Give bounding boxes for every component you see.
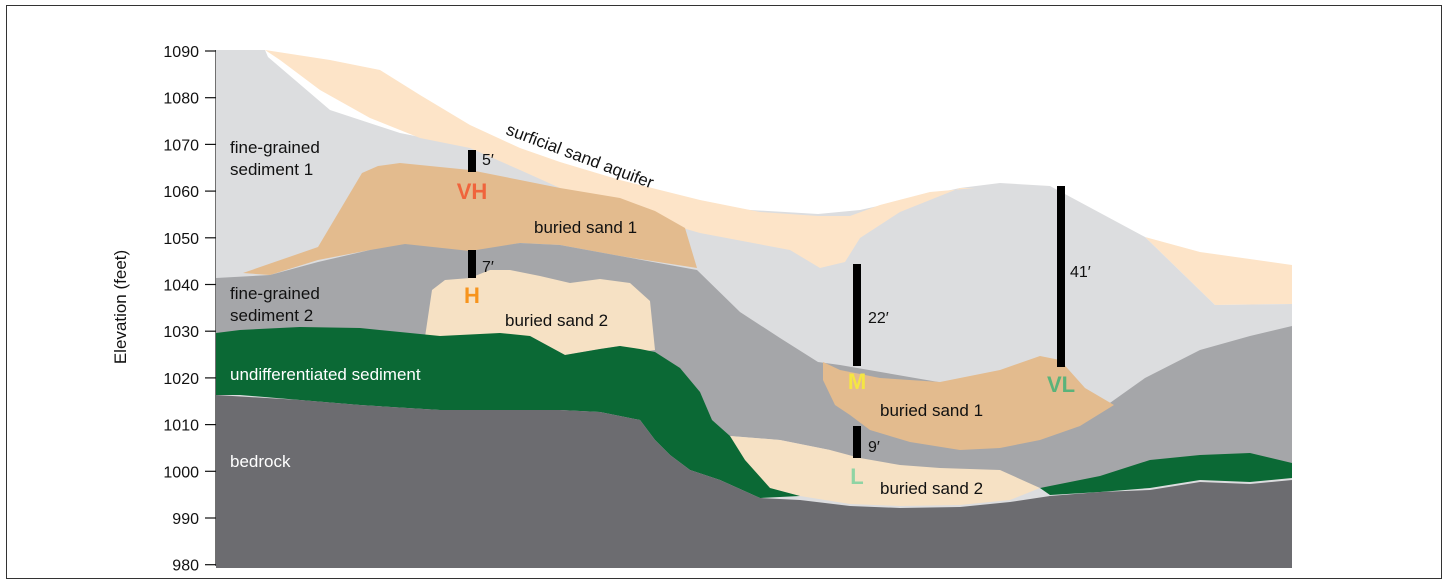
y-axis-tick-label: 1050	[163, 231, 199, 248]
label-fine-grained-2-line2: sediment 2	[230, 306, 313, 325]
y-axis-tick-label: 990	[172, 511, 199, 528]
bedrock-layer	[216, 395, 1292, 568]
y-axis-tick-label: 980	[172, 558, 199, 574]
y-axis-tick-label: 1030	[163, 324, 199, 341]
well-h-depth: 7′	[482, 259, 494, 276]
buried-sand-2-right-layer	[730, 436, 1040, 506]
label-buried-sand-1-left: buried sand 1	[534, 218, 637, 237]
well-l-bar	[853, 426, 861, 458]
y-axis-tick-label: 1080	[163, 91, 199, 108]
label-buried-sand-2-left: buried sand 2	[505, 311, 608, 330]
y-axis-title: Elevation (feet)	[111, 250, 130, 364]
y-axis-ticks: 1090 1080 1070 1060 1050 1040 1030 1020 1010 1000…	[163, 44, 216, 574]
buried-sand-2-left-layer	[425, 270, 655, 355]
y-axis-tick-label: 1060	[163, 184, 199, 201]
well-m-depth: 22′	[868, 310, 889, 327]
undifferentiated-sediment-layer	[216, 327, 800, 498]
well-vl-code: VL	[1047, 372, 1075, 397]
buried-sand-1-left-layer	[243, 163, 697, 275]
well-vh-code: VH	[457, 179, 488, 204]
y-axis-tick-label: 1070	[163, 137, 199, 154]
y-axis-tick-label: 1090	[163, 44, 199, 61]
y-axis-tick-label: 1010	[163, 418, 199, 435]
label-fine-grained-1-line1: fine-grained	[230, 138, 320, 157]
label-undifferentiated-sediment: undifferentiated sediment	[230, 365, 421, 384]
buried-sand-1-right-layer	[823, 356, 1114, 450]
label-buried-sand-1-right: buried sand 1	[880, 401, 983, 420]
label-buried-sand-2-right: buried sand 2	[880, 479, 983, 498]
well-h-bar	[468, 250, 476, 278]
label-fine-grained-2-line1: fine-grained	[230, 284, 320, 303]
surficial-sand-band	[265, 50, 975, 268]
well-m-bar	[853, 264, 861, 366]
well-h-code: H	[464, 283, 480, 308]
well-l-depth: 9′	[868, 439, 880, 456]
label-fine-grained-1-line2: sediment 1	[230, 160, 313, 179]
well-vl-depth: 41′	[1070, 264, 1091, 281]
y-axis-tick-label: 1020	[163, 371, 199, 388]
well-vh-bar	[468, 150, 476, 172]
well-vh-depth: 5′	[482, 152, 494, 169]
well-l-code: L	[850, 464, 863, 489]
well-vl-bar	[1057, 186, 1065, 367]
y-axis-tick-label: 1040	[163, 278, 199, 295]
y-axis-tick-label: 1000	[163, 464, 199, 481]
label-bedrock: bedrock	[230, 452, 291, 471]
undifferentiated-sediment-right-layer	[1040, 453, 1292, 495]
well-m-code: M	[848, 369, 866, 394]
